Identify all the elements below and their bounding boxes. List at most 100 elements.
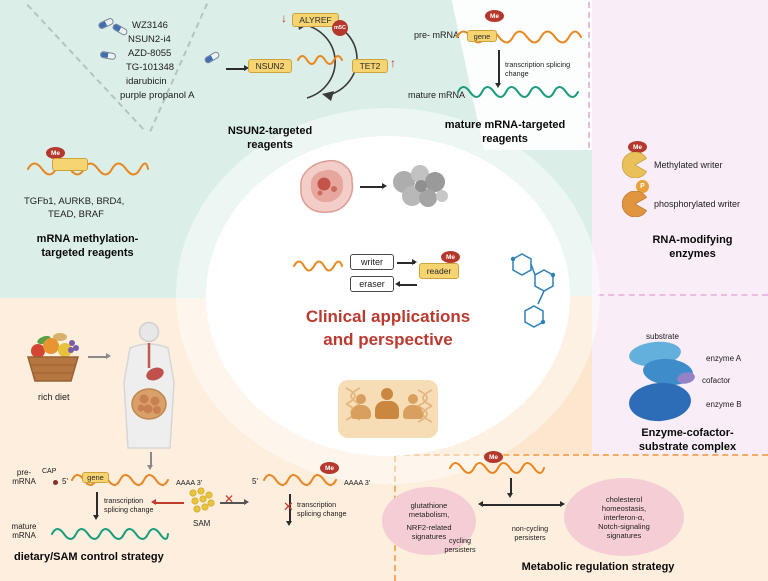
ellipse-text-line: homeostasis, [601, 503, 647, 513]
section-title-nsun2: NSUN2-targeted reagents [214, 124, 326, 153]
eraser-box: eraser [350, 276, 394, 292]
methylation-site-box [52, 158, 88, 171]
section-title-line: substrate complex [638, 441, 737, 454]
section-title-metabolic: Metabolic regulation strategy [521, 561, 675, 573]
transcription-label: splicing change [104, 505, 154, 514]
sam-label: SAM [193, 519, 211, 528]
writer-enzyme-icon [622, 191, 648, 217]
food-basket-icon [27, 333, 79, 382]
ellipse-text-line: metabolism, [408, 510, 450, 519]
cell-arrow [360, 186, 384, 188]
ellipse-text-line: cholesterol [605, 494, 643, 504]
writer-reader-arrow-head [412, 259, 417, 265]
m5c-badge: m5C [332, 20, 348, 36]
blocked-x-icon: ✕ [224, 492, 235, 506]
rna-wave [71, 474, 169, 486]
noncycling-label-line: non-cycling [511, 524, 549, 533]
section-title-line: enzymes [669, 248, 716, 261]
sam-promote-arrow [156, 502, 184, 504]
cell-arrow-head [382, 183, 387, 189]
reader-eraser-arrow [399, 284, 417, 286]
persisters-double-arrow [482, 504, 562, 506]
blocked-x-icon: ✕ [283, 499, 294, 514]
me-badge: Me [441, 251, 460, 263]
transcription-label: splicing change [297, 509, 347, 518]
enzyme-a-label: enzyme A [706, 354, 742, 363]
transcription-arrow [96, 492, 98, 516]
enzyme-b-label: enzyme B [706, 400, 742, 409]
person-icon [351, 405, 371, 419]
cap-label: CAP [42, 468, 57, 475]
section-title-methylation: mRNA methylation- targeted reagents [10, 232, 165, 261]
writer-box: writer [350, 254, 394, 270]
cycling-label-line: persisters [444, 545, 476, 554]
me-badge: Me [320, 462, 339, 474]
divider-dashed-line [598, 294, 768, 296]
clinical-title-line: and perspective [323, 329, 453, 349]
writer-enzyme-icon [622, 152, 648, 178]
rna-wave [456, 30, 582, 44]
section-title-line: Enzyme-cofactor- [641, 427, 734, 439]
phosphorylated-writer-label: phosphorylated writer [654, 199, 741, 209]
cycling-label-line: cycling [449, 536, 471, 545]
drug-list-item: TG-101348 [126, 62, 175, 73]
metabolic-arrow [510, 478, 512, 494]
patient-cohort-icon [338, 380, 438, 438]
phospho-badge: P [636, 180, 649, 193]
drug-list-item: NSUN2-i4 [128, 34, 171, 45]
glutathione-ellipse: glutathione metabolism, NRF2-related sig… [382, 487, 476, 555]
rna-wave-green [51, 528, 169, 540]
rna-wave [297, 55, 343, 65]
drug-list-item: WZ3146 [132, 20, 168, 31]
drug-list-item: purple propanol A [120, 90, 195, 101]
five-prime-label: 5' [62, 477, 68, 486]
me-badge: Me [484, 451, 503, 463]
section-title-line: mRNA methylation- [36, 233, 139, 245]
transcription-arrow [498, 50, 500, 84]
ellipse-text-line: glutathione [410, 501, 448, 510]
divider-dashed-line [588, 2, 590, 148]
person-icon [408, 394, 418, 404]
tumor-cell-icon [300, 160, 354, 213]
transcription-label: transcription splicing change [505, 60, 571, 78]
sam-blocked-arrow-head [244, 499, 249, 505]
pre-mrna-label: pre- mRNA [6, 468, 42, 486]
dna-icon [417, 389, 433, 423]
cholesterol-ellipse: cholesterol homeostasis, interferon-α, N… [564, 478, 684, 556]
polya-label: AAAA 3' [344, 478, 371, 487]
tet2-box: TET2 [352, 59, 388, 73]
nsun2-box: NSUN2 [248, 59, 292, 73]
gene-box: gene [82, 472, 109, 483]
section-title-dietary: dietary/SAM control strategy [14, 551, 164, 563]
rna-wave [449, 462, 545, 474]
ellipse-text-line: signatures [411, 532, 447, 541]
sam-promote-arrow-head [151, 499, 156, 505]
section-title-line: mature mRNA-targeted [444, 119, 566, 131]
mature-mrna-label: mature mRNA [408, 90, 466, 100]
target-genes-line: TGFb1, AURKB, BRD4, [24, 196, 125, 207]
rna-wave [293, 260, 343, 272]
mature-mrna-label-line: mature [11, 522, 37, 531]
substrate-label: substrate [646, 332, 679, 341]
transcription-arrow-head [495, 83, 501, 88]
pre-mrna-label-line: pre- [16, 468, 32, 477]
small-molecule-icon [510, 253, 556, 328]
pre-mrna-label-line: mRNA [12, 477, 36, 486]
me-badge: Me [628, 141, 647, 153]
persisters-double-arrow-head [560, 501, 565, 507]
target-genes-line: TEAD, BRAF [48, 209, 104, 220]
me-badge: Me [485, 10, 504, 22]
arrow-to-cycle [226, 68, 246, 70]
rna-wave-green [457, 86, 579, 98]
sam-dots-icon [189, 487, 215, 513]
mature-mrna-label-line: mRNA [12, 531, 36, 540]
person-icon [381, 388, 393, 400]
section-title-line: reagents [482, 133, 528, 146]
arrow-to-cycle-head [244, 65, 249, 71]
blocked-transcription-arrow [289, 494, 291, 522]
mature-mrna-label: mature mRNA [6, 522, 42, 540]
section-title-line: targeted reagents [41, 247, 134, 260]
section-title-enzymes: RNA-modifying enzymes [620, 233, 765, 262]
divider-dashed-line [394, 454, 768, 456]
